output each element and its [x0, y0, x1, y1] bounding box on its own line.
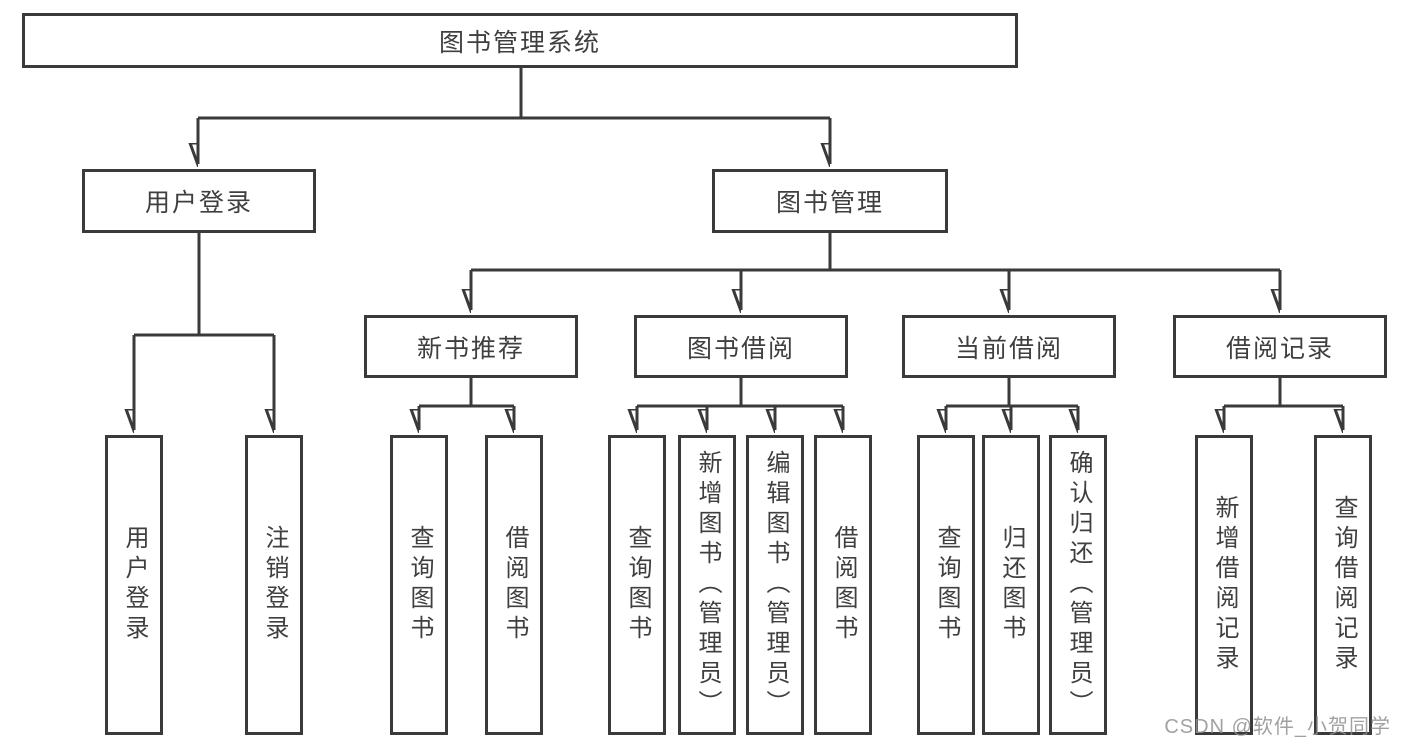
node-borrowing-records: 借阅记录	[1173, 315, 1387, 378]
node-label: 借阅图书	[830, 525, 857, 645]
node-label: 图书借阅	[686, 334, 795, 363]
leaf-query-borrow-record: 查询借阅记录	[1314, 435, 1372, 735]
node-label: 用户登录	[144, 189, 253, 217]
node-book-management: 图书管理	[712, 169, 948, 233]
node-library-management-system: 图书管理系统	[22, 13, 1018, 68]
leaf-confirm-return-admin: 确认归还（管理员）	[1049, 435, 1107, 735]
node-new-book-recommendation: 新书推荐	[364, 315, 578, 378]
leaf-query-books-recommend: 查询图书	[390, 435, 448, 735]
connector-borrow-records-children	[1224, 378, 1345, 430]
node-label: 新增借阅记录	[1211, 495, 1238, 675]
leaf-query-books-borrow: 查询图书	[608, 435, 666, 735]
connector-user-login-children	[134, 233, 276, 430]
connector-new-book-children	[419, 378, 516, 430]
leaf-borrow-books: 借阅图书	[814, 435, 872, 735]
node-label: 查询图书	[933, 525, 960, 645]
connector-book-borrow-children	[637, 378, 845, 430]
node-label: 新书推荐	[416, 334, 525, 363]
connector-book-management-children	[471, 233, 1282, 310]
node-label: 当前借阅	[954, 334, 1063, 363]
node-label: 图书管理	[775, 189, 884, 217]
connector-root-to-level1	[198, 68, 832, 164]
csdn-watermark: CSDN @软件_小贺同学	[1164, 716, 1391, 738]
leaf-return-books: 归还图书	[982, 435, 1040, 735]
node-label: 查询图书	[406, 525, 433, 645]
node-user-login: 用户登录	[82, 169, 316, 233]
node-label: 图书管理系统	[438, 28, 601, 57]
node-label: 查询借阅记录	[1330, 495, 1357, 675]
leaf-user-login: 用户登录	[105, 435, 163, 735]
leaf-edit-books-admin: 编辑图书（管理员）	[746, 435, 804, 735]
leaf-query-books-current: 查询图书	[917, 435, 975, 735]
node-label: 借阅图书	[501, 525, 528, 645]
leaf-logout: 注销登录	[245, 435, 303, 735]
node-label: 新增图书（管理员）	[694, 450, 721, 720]
node-label: 注销登录	[261, 525, 288, 645]
node-current-borrowing: 当前借阅	[902, 315, 1116, 378]
node-label: 查询图书	[624, 525, 651, 645]
leaf-add-books-admin: 新增图书（管理员）	[678, 435, 736, 735]
node-label: 确认归还（管理员）	[1065, 450, 1092, 720]
leaf-add-borrow-record: 新增借阅记录	[1195, 435, 1253, 735]
node-label: 用户登录	[121, 525, 148, 645]
node-label: 借阅记录	[1225, 334, 1334, 363]
leaf-borrow-books-recommend: 借阅图书	[485, 435, 543, 735]
node-label: 归还图书	[998, 525, 1025, 645]
connector-current-borrow-children	[946, 378, 1080, 430]
node-label: 编辑图书（管理员）	[762, 450, 789, 720]
node-book-borrowing: 图书借阅	[634, 315, 848, 378]
